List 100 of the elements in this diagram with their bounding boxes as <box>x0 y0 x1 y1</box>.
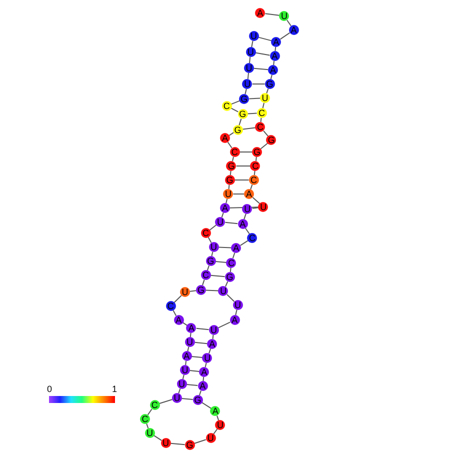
nucleotide-circle: A <box>220 133 230 143</box>
nucleotide-circle: G <box>224 175 235 185</box>
nucleotide-circle: U <box>248 31 259 41</box>
nucleotide-circle: A <box>186 323 196 333</box>
connector-line <box>194 342 208 344</box>
nucleotide-circle: G <box>224 272 235 282</box>
connector-line <box>185 360 186 366</box>
nucleotide-circle: A <box>182 351 192 361</box>
connector-line <box>211 251 214 257</box>
connector-line <box>251 40 254 48</box>
nucleotide-circle: U <box>260 93 270 103</box>
nucleotide-circle: A <box>230 315 240 325</box>
nucleotide-circle: G <box>192 395 203 405</box>
nucleotide-circle: G <box>239 94 250 104</box>
connector-line <box>225 281 228 287</box>
nucleotide-circle: A <box>238 219 248 229</box>
nucleotide-circle: U <box>160 438 171 448</box>
connector-line <box>258 36 272 42</box>
connector-line <box>254 170 256 176</box>
connector-line <box>191 356 203 358</box>
nucleotide-circle: U <box>176 379 187 389</box>
connector-line <box>256 156 257 162</box>
nucleotide-circle: A <box>231 243 242 253</box>
scale-label: 0 <box>47 385 52 394</box>
connector-line <box>249 56 251 64</box>
connector-line <box>260 142 268 150</box>
nucleotide-circle: C <box>247 233 258 243</box>
connector-line <box>274 46 276 52</box>
connector-line <box>247 112 258 114</box>
nucleotide-circle: A <box>198 381 208 391</box>
connector-line <box>154 435 162 441</box>
connector-line <box>174 295 182 303</box>
connector-line <box>170 442 186 446</box>
nucleotide-circle: C <box>226 258 236 268</box>
connector-line <box>252 196 260 204</box>
connector-line <box>235 309 238 316</box>
nucleotide-circle: U <box>184 337 195 347</box>
connector-line <box>238 118 242 126</box>
nucleotide-circle: C <box>256 108 267 118</box>
nucleotide-circle: U <box>242 79 252 89</box>
nucleotide-circle: U <box>206 433 216 443</box>
nucleotide-circle: C <box>248 175 259 185</box>
connector-line <box>206 265 210 271</box>
connector-line <box>210 274 226 278</box>
connector-line <box>182 398 194 400</box>
connector-line <box>206 290 219 292</box>
nucleotide-circle: G <box>264 79 275 89</box>
connector-line <box>198 390 202 396</box>
nucleotide-circle: C <box>255 122 266 132</box>
nucleotide-circle: A <box>174 315 184 325</box>
nucleotide-circle: G <box>252 147 262 157</box>
nucleotide-circle: G <box>196 285 206 295</box>
connector-line <box>204 362 207 368</box>
connector-line <box>242 127 256 130</box>
nucleotide-circle: U <box>246 47 256 57</box>
nucleotide-circle: U <box>180 287 190 297</box>
connector-line <box>244 213 246 220</box>
connector-line <box>158 399 173 404</box>
connector-line <box>224 222 238 224</box>
connector-line <box>228 184 230 190</box>
connector-line <box>264 13 280 16</box>
connector-line <box>270 74 272 80</box>
connector-line <box>226 294 235 302</box>
nucleotide-circle: C <box>140 414 150 424</box>
connector-line <box>230 100 240 105</box>
nucleotide-circle: G <box>206 256 216 266</box>
connector-line <box>172 310 177 316</box>
connector-line <box>240 240 248 246</box>
connector-line <box>273 60 274 66</box>
connector-line <box>254 68 268 70</box>
nucleotide-circle: U <box>144 428 155 438</box>
connector-line <box>280 32 290 40</box>
nucleotide-circle: C <box>150 400 160 410</box>
connector-line <box>227 142 232 148</box>
connector-line <box>255 52 270 56</box>
connector-line <box>182 374 184 380</box>
connector-line <box>230 170 232 176</box>
connector-line <box>263 130 269 137</box>
nucleotide-circle: C <box>230 147 240 157</box>
connector-line <box>196 328 210 330</box>
connector-line <box>194 439 206 444</box>
connector-line <box>216 415 220 421</box>
nucleotide-circle: A <box>199 367 210 377</box>
nucleotide-circle: C <box>200 228 211 238</box>
nucleotide-circle: U <box>242 204 252 214</box>
nucleotide-circle: G <box>232 125 243 135</box>
nucleotide-circle: A <box>268 65 278 75</box>
connector-line <box>190 290 196 292</box>
nucleotide-circle: U <box>244 63 254 73</box>
nucleotide-circle: U <box>208 325 219 335</box>
nucleotide-circle: A <box>270 51 280 61</box>
connector-line <box>230 206 259 208</box>
nucleotide-circle: U <box>232 300 243 310</box>
nucleotide-circle: G <box>238 109 248 119</box>
nucleotide-circle: C <box>166 301 176 311</box>
nucleotide-circle: U <box>180 365 190 375</box>
connector-line <box>218 246 232 248</box>
nucleotide-circle: U <box>208 242 219 252</box>
nucleotide-circle: U <box>215 420 226 430</box>
connector-line <box>190 332 192 338</box>
